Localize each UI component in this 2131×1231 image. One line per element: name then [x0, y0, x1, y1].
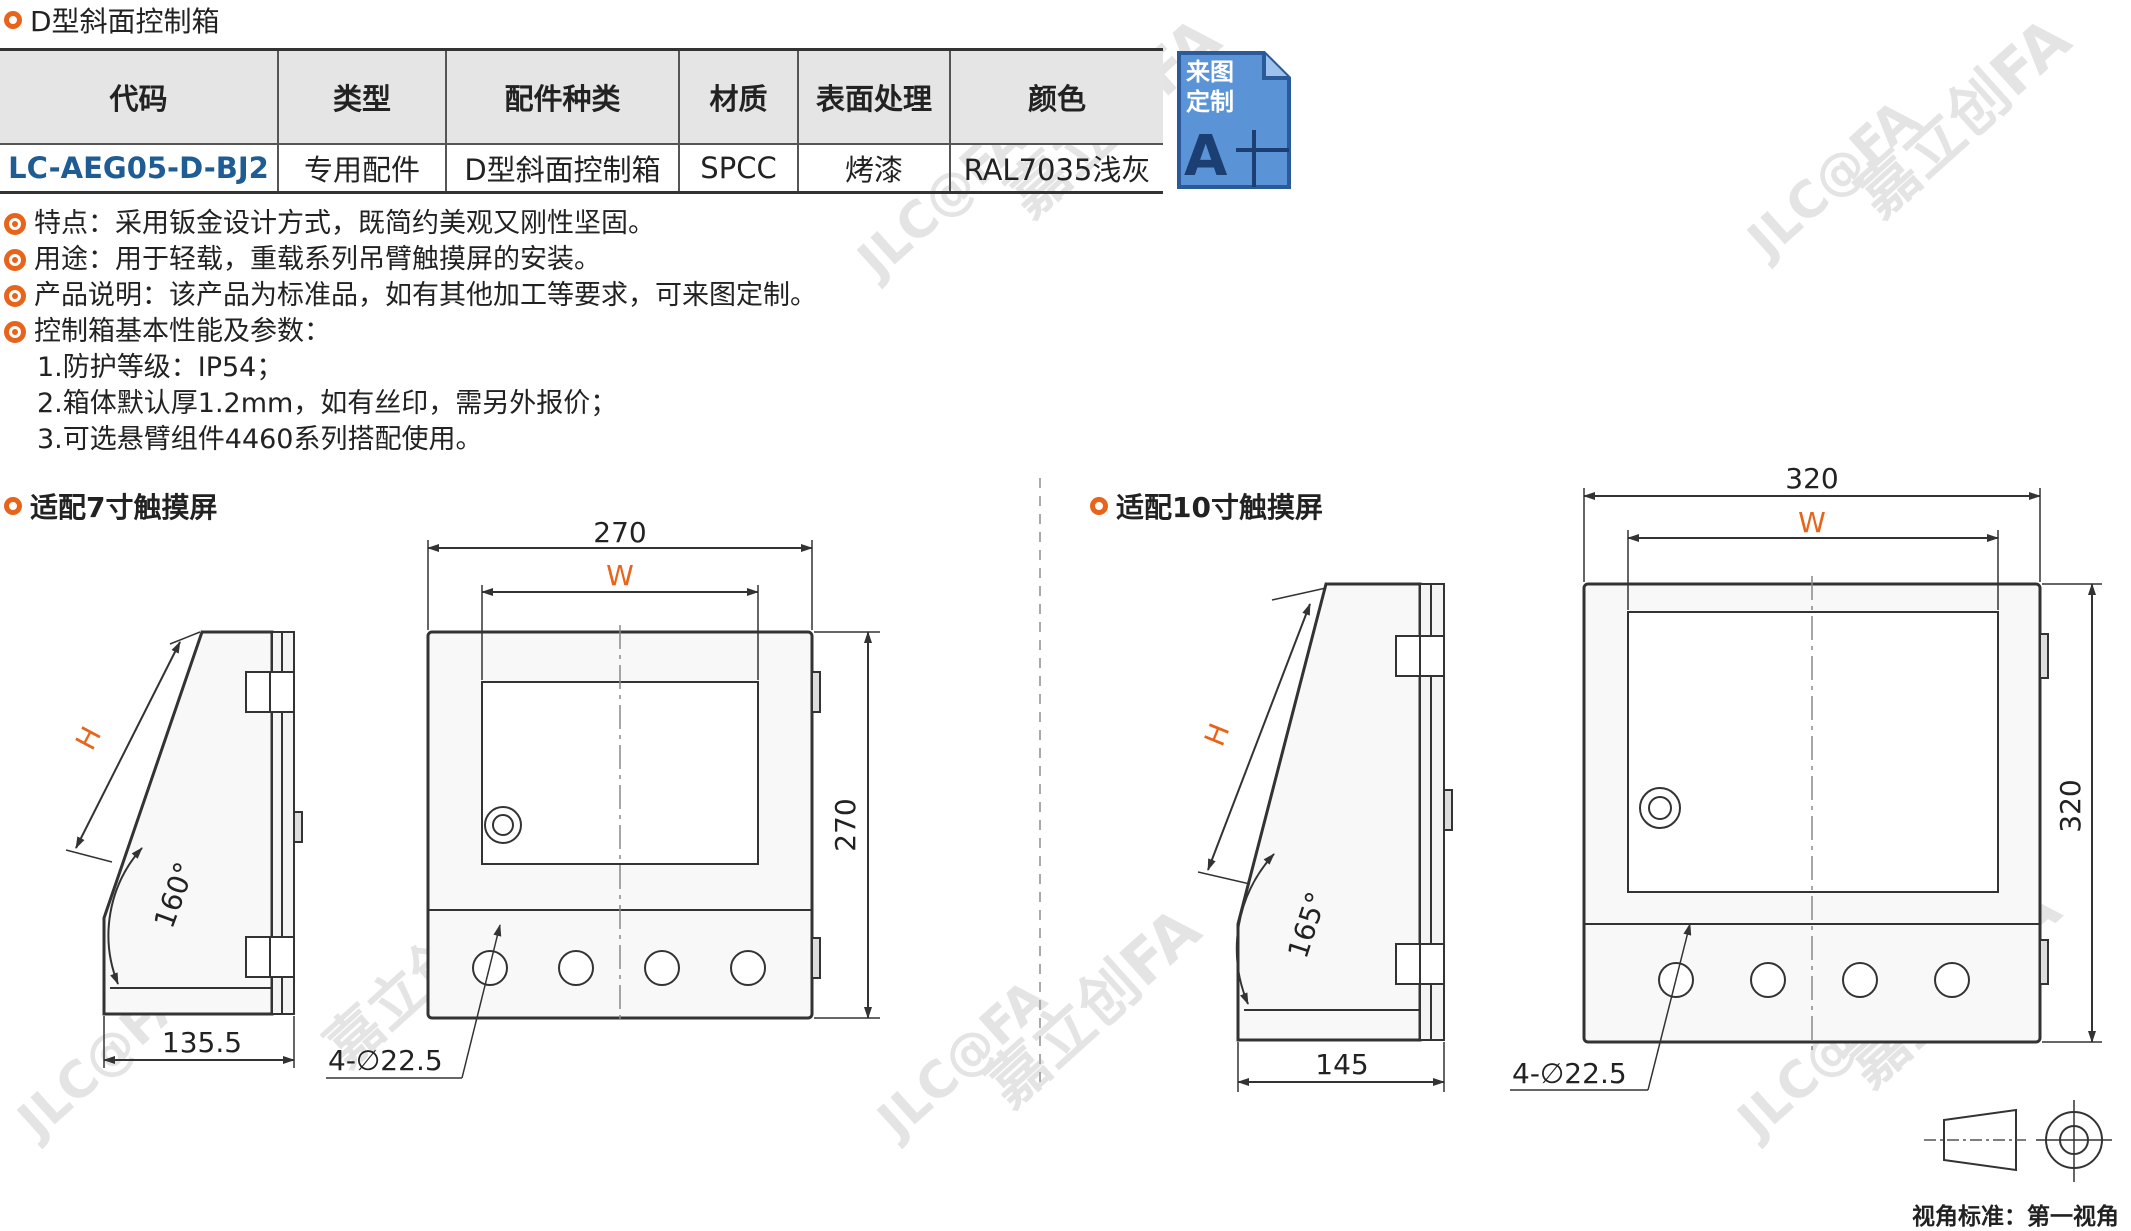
param-item: 1.防护等级：IP54；: [37, 352, 284, 383]
feature-text: 特点：采用钣金设计方式，既简约美观又刚性坚固。: [34, 208, 655, 239]
dim-width-left: 270: [593, 516, 646, 549]
param-item: 3.可选悬臂组件4460系列搭配使用。: [37, 424, 483, 455]
table-cell: D型斜面控制箱: [446, 144, 680, 194]
feature-text: 用途：用于轻载，重载系列吊臂触摸屏的安装。: [34, 244, 601, 275]
bullet-dot-icon: [4, 213, 26, 235]
section-heading-10inch: 适配10寸触摸屏: [1090, 486, 1323, 526]
dim-holes-right: 4-∅22.5: [1512, 1057, 1627, 1090]
table-cell: 专用配件: [278, 144, 447, 194]
table-header: 材质: [679, 48, 799, 145]
projection-symbol-icon: [1924, 1100, 2112, 1182]
page-title-text: D型斜面控制箱: [30, 5, 220, 38]
list-item: 特点：采用钣金设计方式，既简约美观又刚性坚固。: [4, 206, 817, 242]
list-item: 用途：用于轻载，重载系列吊臂触摸屏的安装。: [4, 242, 817, 278]
view-standard-label: 视角标准：第一视角: [1912, 1204, 2119, 1230]
table-header: 表面处理: [798, 48, 951, 145]
bullet-dot-icon: [4, 321, 26, 343]
table-header: 类型: [278, 48, 447, 145]
dim-holes-left: 4-∅22.5: [328, 1044, 443, 1077]
left-front-view: [326, 540, 880, 1079]
feature-list: 特点：采用钣金设计方式，既简约美观又刚性坚固。 用途：用于轻载，重载系列吊臂触摸…: [4, 206, 817, 458]
dim-height-left: 270: [829, 798, 862, 851]
feature-text: 控制箱基本性能及参数：: [34, 316, 331, 347]
bullet-dot-icon: [4, 249, 26, 271]
dim-h-right: H: [1198, 719, 1236, 751]
custom-drawing-icon: 来图 定制 A: [1177, 51, 1291, 189]
section-heading-7inch: 适配7寸触摸屏: [4, 486, 217, 526]
dim-h-left: H: [69, 721, 108, 755]
custom-badge-letter: A: [1184, 124, 1228, 189]
bullet-ring-icon: [4, 11, 22, 29]
table-header: 颜色: [950, 48, 1163, 145]
table-cell: SPCC: [679, 144, 799, 194]
table-header: 配件种类: [446, 48, 680, 145]
table-cell-code: LC-AEG05-D-BJ2: [0, 144, 279, 194]
page-title: D型斜面控制箱: [4, 0, 220, 40]
table-cell: 烤漆: [798, 144, 951, 194]
table-cell: RAL7035浅灰: [950, 144, 1163, 194]
param-item: 2.箱体默认厚1.2mm，如有丝印，需另外报价；: [37, 388, 618, 419]
feature-text: 产品说明：该产品为标准品，如有其他加工等要求，可来图定制。: [34, 280, 817, 311]
dim-height-right: 320: [2054, 779, 2087, 832]
dim-depth-left: 135.5: [162, 1026, 242, 1059]
section-heading-text: 适配10寸触摸屏: [1116, 491, 1323, 524]
dim-w-right: W: [1798, 506, 1826, 539]
spec-table: 代码 类型 配件种类 材质 表面处理 颜色 LC-AEG05-D-BJ2 专用配…: [0, 48, 1163, 194]
dim-width-right: 320: [1785, 462, 1838, 495]
dim-depth-right: 145: [1315, 1048, 1368, 1081]
dim-w-left: W: [606, 559, 634, 592]
custom-badge-line1: 来图: [1186, 58, 1234, 86]
table-row: LC-AEG05-D-BJ2 专用配件 D型斜面控制箱 SPCC 烤漆 RAL7…: [0, 144, 1163, 194]
table-header: 代码: [0, 48, 279, 145]
custom-badge-line2: 定制: [1186, 88, 1234, 116]
left-side-view: [65, 630, 303, 1068]
list-item: 控制箱基本性能及参数：: [4, 314, 817, 350]
bullet-dot-icon: [4, 285, 26, 307]
list-item: 产品说明：该产品为标准品，如有其他加工等要求，可来图定制。: [4, 278, 817, 314]
section-heading-text: 适配7寸触摸屏: [30, 491, 218, 524]
right-side-view: [1197, 582, 1453, 1092]
bullet-ring-icon: [4, 497, 22, 515]
table-header-row: 代码 类型 配件种类 材质 表面处理 颜色: [0, 48, 1163, 145]
right-front-view: [1510, 488, 2102, 1091]
bullet-ring-icon: [1090, 497, 1108, 515]
